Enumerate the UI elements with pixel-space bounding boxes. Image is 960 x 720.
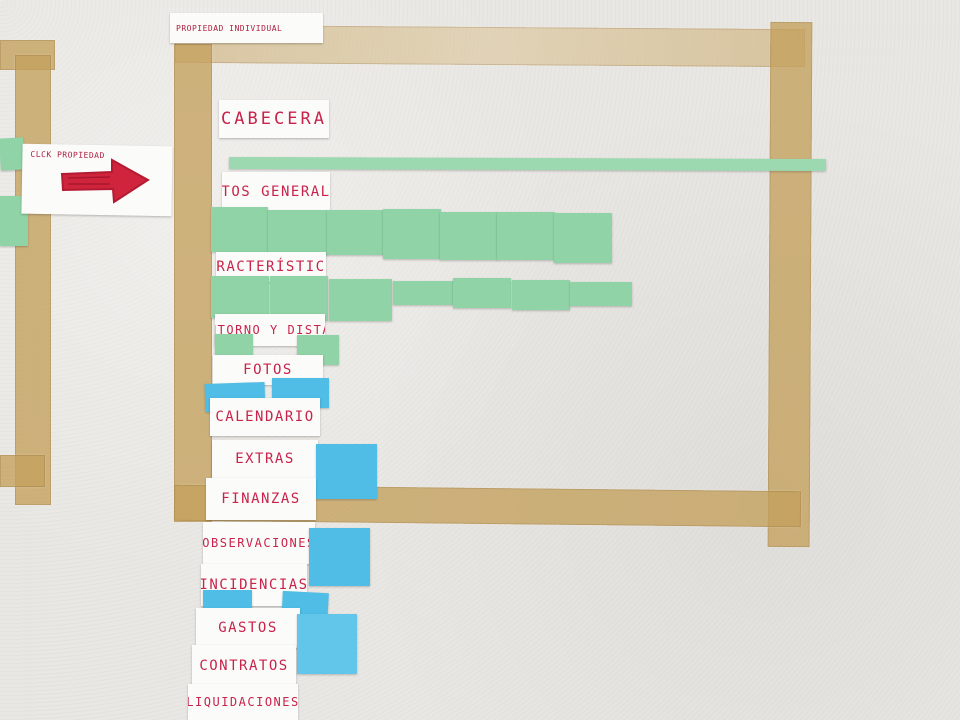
datos-generales-note: [440, 212, 498, 260]
left-sticky-note-top: [0, 137, 25, 171]
main-frame-tape-right: [767, 21, 813, 548]
datos-generales-note: [554, 213, 612, 263]
section-label-contratos: CONTRATOS: [199, 658, 289, 674]
left-frame-tape-right: [15, 55, 51, 505]
caracteristicas-note: [270, 276, 328, 321]
gastos-note: [297, 614, 357, 674]
section-card-extras: EXTRAS: [212, 440, 318, 478]
section-label-datos-generales: DATOS GENERALES: [222, 184, 330, 200]
left-frame-tape-bottom: [0, 455, 45, 487]
section-card-observaciones: OBSERVACIONES: [203, 522, 315, 564]
caracteristicas-note: [329, 279, 392, 321]
main-frame-tape-left: [174, 44, 212, 522]
section-label-liquidaciones: LIQUIDACIONES: [188, 695, 298, 709]
board-title: PROPIEDAD INDIVIDUAL: [176, 23, 283, 33]
section-label-caracteristicas: CARACTERÍSTICAS: [216, 259, 326, 275]
section-label-entorno: ENTORNO Y DISTAN: [215, 323, 325, 337]
caracteristicas-note: [453, 278, 511, 308]
datos-generales-note: [327, 210, 384, 255]
caracteristicas-note: [393, 281, 453, 305]
section-label-gastos: GASTOS: [218, 620, 278, 636]
datos-generales-note: [383, 209, 441, 259]
caracteristicas-note: [570, 282, 632, 306]
section-label-extras: EXTRAS: [235, 451, 295, 467]
section-card-gastos: GASTOS: [196, 608, 300, 648]
datos-generales-note: [497, 212, 555, 260]
section-card-cabecera: CABECERA: [219, 100, 329, 138]
cabecera-note-strip: [228, 156, 827, 172]
section-card-datos-generales: DATOS GENERALES: [222, 172, 330, 212]
board-title-card: PROPIEDAD INDIVIDUAL: [170, 13, 323, 43]
section-label-observaciones: OBSERVACIONES: [203, 536, 315, 550]
extras-note: [316, 444, 377, 499]
section-card-calendario: CALENDARIO: [210, 398, 320, 436]
caracteristicas-note: [211, 276, 269, 318]
section-label-calendario: CALENDARIO: [215, 409, 315, 425]
datos-generales-note: [211, 207, 268, 252]
section-card-contratos: CONTRATOS: [192, 645, 296, 687]
observaciones-note: [309, 528, 370, 586]
section-label-incidencias: INCIDENCIAS: [201, 577, 307, 593]
section-label-finanzas: FINANZAS: [221, 491, 301, 507]
section-label-cabecera: CABECERA: [221, 109, 327, 129]
section-card-finanzas: FINANZAS: [206, 478, 316, 520]
right-arrow-icon: [60, 156, 150, 206]
section-label-fotos: FOTOS: [243, 362, 293, 378]
section-card-liquidaciones: LIQUIDACIONES: [188, 684, 298, 720]
caracteristicas-note: [512, 280, 570, 310]
datos-generales-note: [268, 210, 328, 255]
